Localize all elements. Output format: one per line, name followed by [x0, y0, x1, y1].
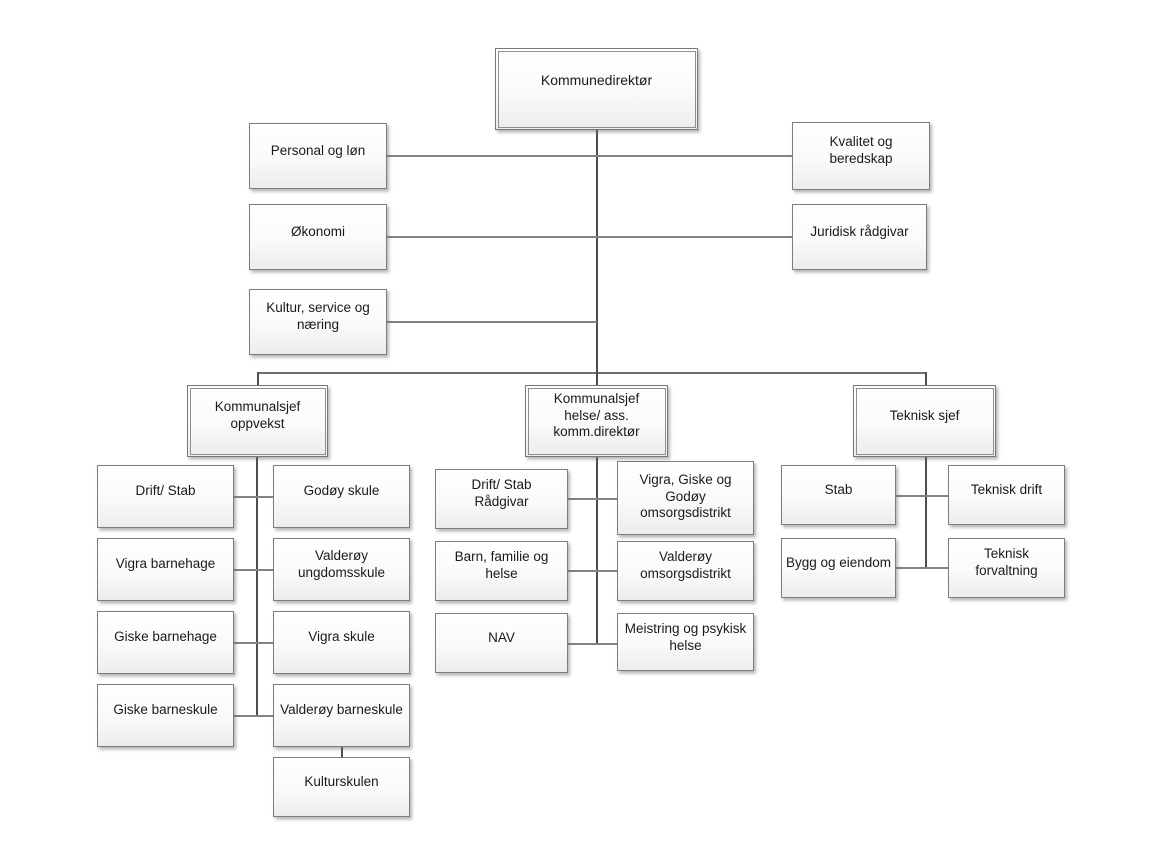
connector-staff-row-1	[387, 155, 792, 157]
connector-oppvekst-row-1	[234, 496, 273, 498]
connector-kulturskulen	[341, 747, 343, 757]
connector-teknisk-row-2	[896, 567, 948, 569]
node-godoy-skule: Godøy skule	[273, 465, 410, 528]
node-stab: Stab	[781, 465, 896, 525]
node-barn-familie-helse: Barn, familie og helse	[435, 541, 568, 601]
node-meistring-psykisk-helse: Meistring og psykisk helse	[617, 613, 754, 671]
connector-oppvekst-row-2	[234, 569, 273, 571]
connector-staff-row-2	[387, 236, 792, 238]
node-valderoy-omsorgsdistrikt: Valderøy omsorgsdistrikt	[617, 541, 754, 601]
connector-root-trunk	[596, 130, 598, 373]
connector-drop-teknisk	[925, 372, 927, 386]
connector-division-branch	[257, 372, 926, 374]
connector-teknisk-row-1	[896, 495, 948, 497]
node-drift-stab-radgivar: Drift/ Stab Rådgivar	[435, 469, 568, 529]
node-giske-barneskule: Giske barneskule	[97, 684, 234, 747]
connector-trunk-oppvekst	[256, 457, 258, 716]
node-bygg-og-eiendom: Bygg og eiendom	[781, 538, 896, 598]
node-kommunalsjef-oppvekst: Kommunalsjef oppvekst	[187, 385, 328, 457]
node-vigra-barnehage: Vigra barnehage	[97, 538, 234, 601]
connector-helse-row-2	[568, 570, 617, 572]
connector-oppvekst-row-4	[234, 715, 273, 717]
node-kvalitet-og-beredskap: Kvalitet og beredskap	[792, 122, 930, 190]
connector-drop-oppvekst	[257, 372, 259, 386]
node-okonomi: Økonomi	[249, 204, 387, 270]
node-vigra-giske-godoy-omsorg: Vigra, Giske og Godøy omsorgsdistrikt	[617, 461, 754, 535]
node-kommunedirektor: Kommunedirektør	[495, 48, 698, 130]
node-kommunalsjef-helse: Kommunalsjef helse/ ass. komm.direktør	[525, 385, 668, 457]
connector-trunk-teknisk	[925, 457, 927, 568]
node-nav: NAV	[435, 613, 568, 673]
node-kultur-service-naering: Kultur, service og næring	[249, 289, 387, 355]
node-drift-stab: Drift/ Stab	[97, 465, 234, 528]
node-giske-barnehage: Giske barnehage	[97, 611, 234, 674]
node-teknisk-drift: Teknisk drift	[948, 465, 1065, 525]
node-personal-og-lon: Personal og løn	[249, 123, 387, 189]
connector-trunk-helse	[596, 457, 598, 644]
node-valderoy-ungdomsskule: Valderøy ungdomsskule	[273, 538, 410, 601]
connector-staff-row-3	[387, 321, 597, 323]
node-juridisk-radgivar: Juridisk rådgivar	[792, 204, 927, 270]
connector-oppvekst-row-3	[234, 642, 273, 644]
node-teknisk-forvaltning: Teknisk forvaltning	[948, 538, 1065, 598]
connector-helse-row-1	[568, 498, 617, 500]
connector-drop-helse	[596, 372, 598, 386]
node-valderoy-barneskule: Valderøy barneskule	[273, 684, 410, 747]
node-vigra-skule: Vigra skule	[273, 611, 410, 674]
node-teknisk-sjef: Teknisk sjef	[853, 385, 996, 457]
connector-helse-row-3	[568, 643, 617, 645]
node-kulturskulen: Kulturskulen	[273, 757, 410, 817]
